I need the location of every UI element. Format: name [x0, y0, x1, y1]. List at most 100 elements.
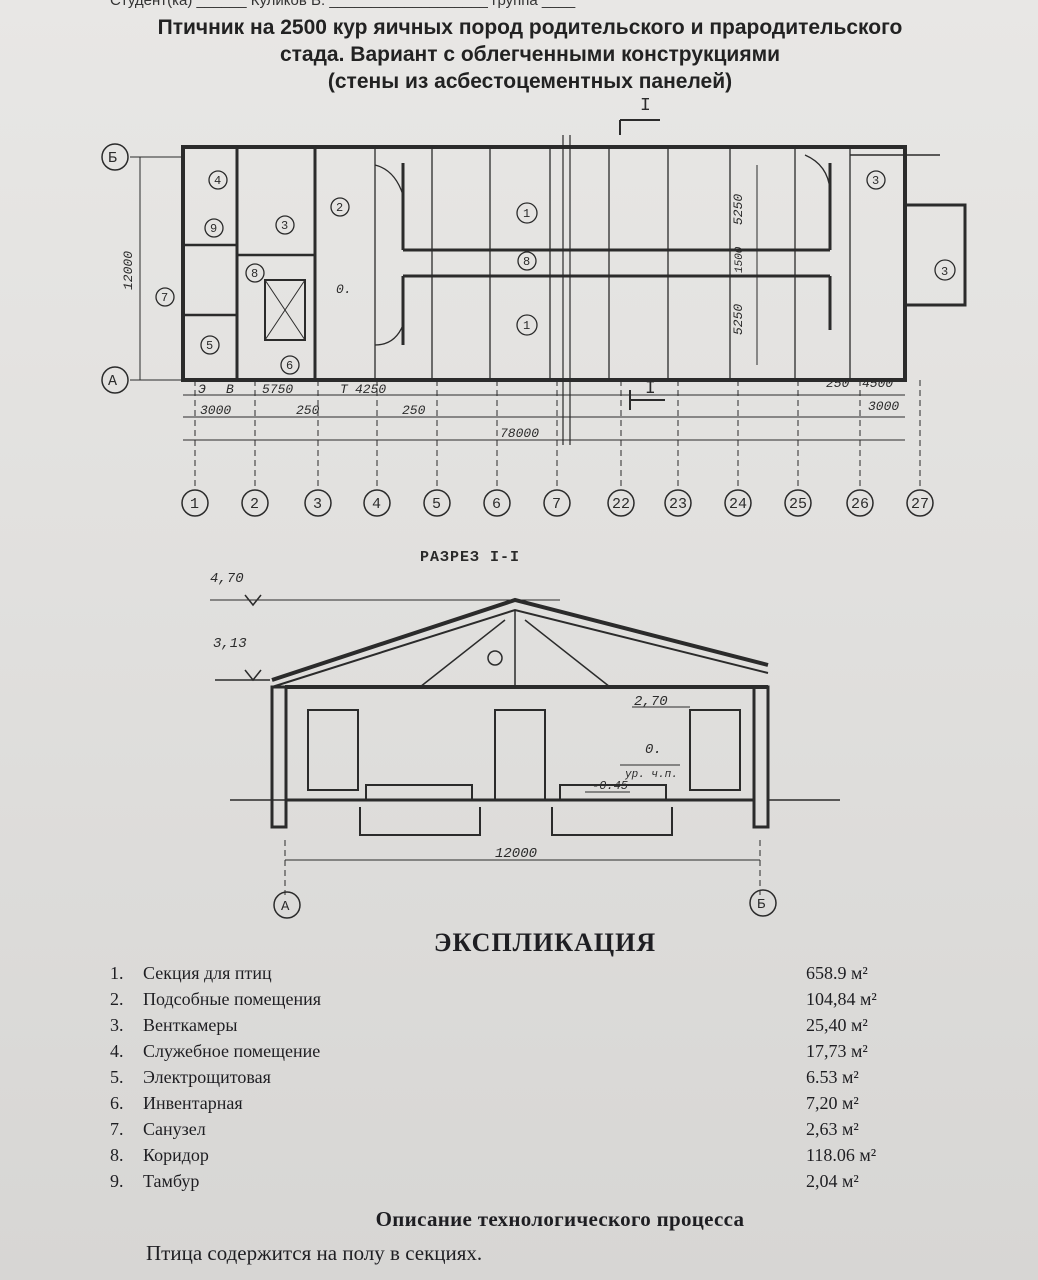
- item-area: 17,73 м²: [806, 1041, 868, 1061]
- item-area: 658.9 м²: [806, 963, 868, 983]
- level-minus-045: -0.45: [592, 779, 628, 793]
- axis-col-1: 1: [190, 496, 199, 513]
- item-name: Санузел: [143, 1119, 206, 1139]
- title-line-2: стада. Вариант с облегченными конструкци…: [279, 43, 781, 66]
- list-item: 7. Санузел 2,63 м²: [110, 1116, 930, 1142]
- item-area: 2,63 м²: [806, 1119, 859, 1139]
- plan-axis-lines: [194, 380, 921, 490]
- axis-col-2: 2: [250, 496, 259, 513]
- axis-col-27: 27: [911, 496, 929, 513]
- dim-label-v: В: [226, 382, 234, 397]
- item-name: Служебное помещение: [143, 1041, 321, 1061]
- room-mark: 3: [281, 219, 288, 233]
- item-name: Коридор: [143, 1145, 209, 1165]
- section-axis-b: Б: [757, 897, 766, 913]
- dim-aisle: 1500: [734, 246, 746, 273]
- room-mark-circles: [155, 170, 956, 375]
- item-area: 25,40 м²: [806, 1015, 868, 1035]
- item-name: Тамбур: [143, 1171, 200, 1191]
- room-mark: 4: [214, 174, 221, 188]
- axis-col-23: 23: [669, 496, 687, 513]
- room-mark: 1: [523, 207, 530, 221]
- plan-axis-circles: [181, 489, 934, 517]
- item-number: 2.: [110, 989, 124, 1009]
- list-item: 1. Секция для птиц 658.9 м²: [110, 960, 930, 986]
- item-area: 104,84 м²: [806, 989, 877, 1009]
- dim-label-t: Т: [340, 382, 349, 397]
- item-number: 7.: [110, 1119, 124, 1139]
- room-mark: 1: [523, 319, 530, 333]
- item-number: 8.: [110, 1145, 124, 1165]
- title-line-3: (стены из асбестоцементных панелей): [327, 70, 733, 93]
- room-mark: 2: [336, 201, 343, 215]
- dim-width: 12000: [121, 251, 136, 290]
- dim-label-e: Э: [198, 382, 206, 397]
- axis-row-a: А: [108, 373, 117, 390]
- level-270: 2,70: [634, 694, 668, 710]
- dim-length: 78000: [500, 426, 539, 441]
- plan-outer-wall: [181, 145, 907, 382]
- axis-row-b: Б: [108, 150, 117, 167]
- floor-plan: [101, 119, 967, 517]
- dim-d2: 4250: [355, 382, 386, 397]
- list-item: 6. Инвентарная 7,20 м²: [110, 1090, 930, 1116]
- level-zero: 0.: [645, 742, 662, 758]
- section-axis-a: А: [281, 899, 290, 915]
- list-item: 3. Венткамеры 25,40 м²: [110, 1012, 930, 1038]
- dim-d5: 250: [826, 376, 850, 391]
- item-area: 6.53 м²: [806, 1067, 859, 1087]
- plan-grid-columns: [374, 147, 851, 380]
- room-mark: 9: [210, 222, 217, 236]
- level-470: 4,70: [210, 571, 244, 587]
- axis-col-24: 24: [729, 496, 747, 513]
- zero-mark-plan: 0.: [336, 282, 352, 297]
- item-name: Венткамеры: [143, 1015, 238, 1035]
- level-313: 3,13: [213, 636, 247, 652]
- architectural-drawing: Б А 1 2 3 4 5 6 7 22 23 24 25 26 27 4 9 …: [101, 96, 967, 919]
- axis-col-4: 4: [372, 496, 381, 513]
- axis-col-26: 26: [851, 496, 869, 513]
- room-mark: 5: [206, 339, 213, 353]
- room-mark: 8: [523, 255, 530, 269]
- item-number: 6.: [110, 1093, 124, 1113]
- room-mark: 3: [941, 265, 948, 279]
- explication-list: 1. Секция для птиц 658.9 м² 2. Подсобные…: [110, 960, 930, 1194]
- document-title: Птичник на 2500 кур яичных пород родител…: [40, 14, 1020, 95]
- dim-d4: 250: [402, 403, 426, 418]
- list-item: 2. Подсобные помещения 104,84 м²: [110, 986, 930, 1012]
- room-mark: 8: [251, 267, 258, 281]
- item-area: 7,20 м²: [806, 1093, 859, 1113]
- dim-d6: 4500: [862, 376, 893, 391]
- item-name: Электрощитовая: [143, 1067, 271, 1087]
- dim-end-bay: 3000: [868, 399, 899, 414]
- item-name: Подсобные помещения: [143, 989, 322, 1009]
- item-number: 4.: [110, 1041, 124, 1061]
- process-title: Описание технологического процесса: [375, 1207, 745, 1231]
- room-mark: 6: [286, 359, 293, 373]
- axis-col-3: 3: [313, 496, 322, 513]
- item-name: Инвентарная: [143, 1093, 243, 1113]
- section-mark-top: I: [640, 96, 651, 116]
- axis-col-5: 5: [432, 496, 441, 513]
- section-title: РАЗРЕЗ I-I: [420, 549, 521, 566]
- list-item: 9. Тамбур 2,04 м²: [110, 1168, 930, 1194]
- section-span: 12000: [495, 846, 537, 862]
- list-item: 5. Электрощитовая 6.53 м²: [110, 1064, 930, 1090]
- list-item: 4. Служебное помещение 17,73 м²: [110, 1038, 930, 1064]
- item-area: 118.06 м²: [806, 1145, 877, 1165]
- room-mark: 3: [872, 174, 879, 188]
- dim-d3: 250: [296, 403, 320, 418]
- item-number: 3.: [110, 1015, 124, 1035]
- axis-col-6: 6: [492, 496, 501, 513]
- room-mark: 7: [161, 291, 168, 305]
- explication-title: ЭКСПЛИКАЦИЯ: [433, 928, 657, 957]
- dim-d1: 5750: [262, 382, 293, 397]
- dim-bay: 3000: [200, 403, 231, 418]
- item-number: 1.: [110, 963, 124, 983]
- dim-pen-depth-bottom: 5250: [731, 304, 746, 335]
- item-number: 9.: [110, 1171, 124, 1191]
- level-floor-note: ур. ч.п.: [624, 769, 678, 781]
- list-item: 8. Коридор 118.06 м²: [110, 1142, 930, 1168]
- item-area: 2,04 м²: [806, 1171, 859, 1191]
- section-drawing: [210, 594, 840, 919]
